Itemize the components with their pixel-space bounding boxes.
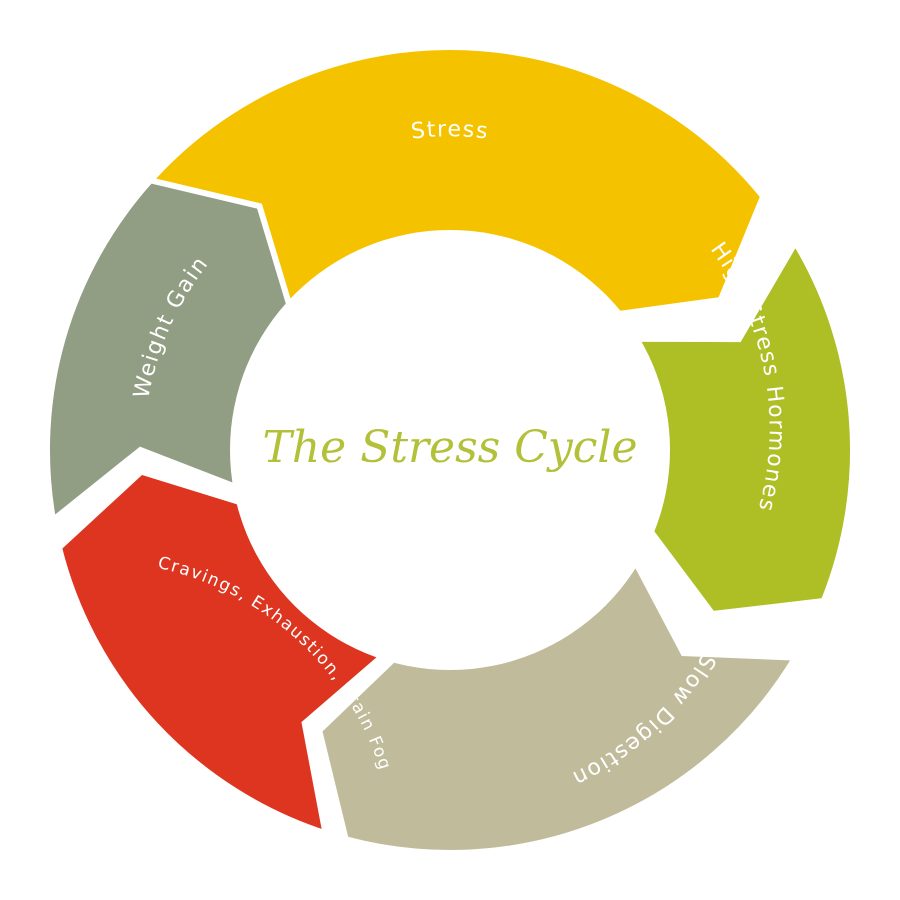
center-circle [230, 230, 670, 670]
cycle-segments [43, 44, 856, 856]
stage-label-stress: Stress [410, 117, 490, 144]
diagram-title: The Stress Cycle [262, 422, 637, 473]
